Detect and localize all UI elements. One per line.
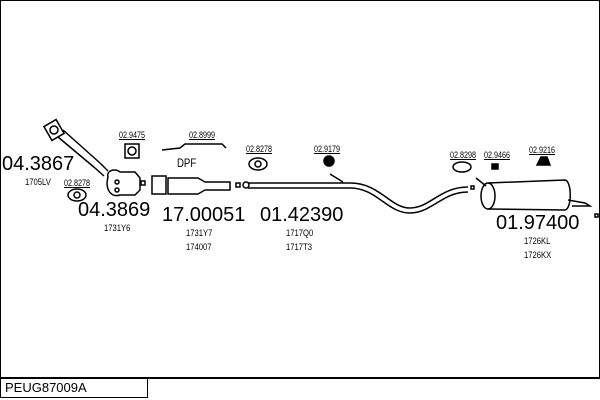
part-ref: 1717Q0 (286, 228, 314, 238)
accessory-ref: 02.8278 (246, 144, 273, 154)
diagram-code: PEUG87009A (0, 377, 148, 398)
part-number: 01.97400 (496, 212, 580, 234)
accessory-ref: 02.9466 (484, 150, 511, 160)
accessory-ref: 02.9475 (119, 130, 146, 140)
accessory-ref: 02.8298 (450, 150, 477, 160)
accessory-ref: 02.8278 (64, 178, 91, 188)
clamp-icons (67, 155, 552, 202)
dpf-label: DPF (177, 156, 197, 170)
accessory-ref: 02.8999 (189, 130, 216, 140)
part-number: 01.42390 (260, 204, 344, 226)
part-ref: 174007 (186, 242, 212, 252)
part-ref: 1731Y6 (104, 223, 131, 233)
catalyst-part (106, 169, 146, 197)
gasket-9475 (124, 143, 140, 159)
sensor-8999 (161, 143, 227, 151)
accessory-ref: 02.9216 (529, 145, 556, 155)
part-number: 17.00051 (162, 204, 246, 226)
front-pipe-part (42, 118, 109, 177)
rear-silencer-part (475, 177, 599, 218)
dpf-part (151, 175, 241, 195)
part-ref: 1731Y7 (186, 228, 213, 238)
part-ref: 1717T3 (286, 242, 312, 252)
part-ref: 1726KX (524, 250, 552, 260)
part-number: 04.3867 (2, 153, 75, 175)
part-ref: 1705LV (25, 177, 51, 187)
part-ref: 1726KL (524, 236, 551, 246)
middle-pipe-part (242, 173, 475, 214)
part-number: 04.3869 (78, 199, 151, 221)
accessory-ref: 02.9179 (314, 144, 341, 154)
